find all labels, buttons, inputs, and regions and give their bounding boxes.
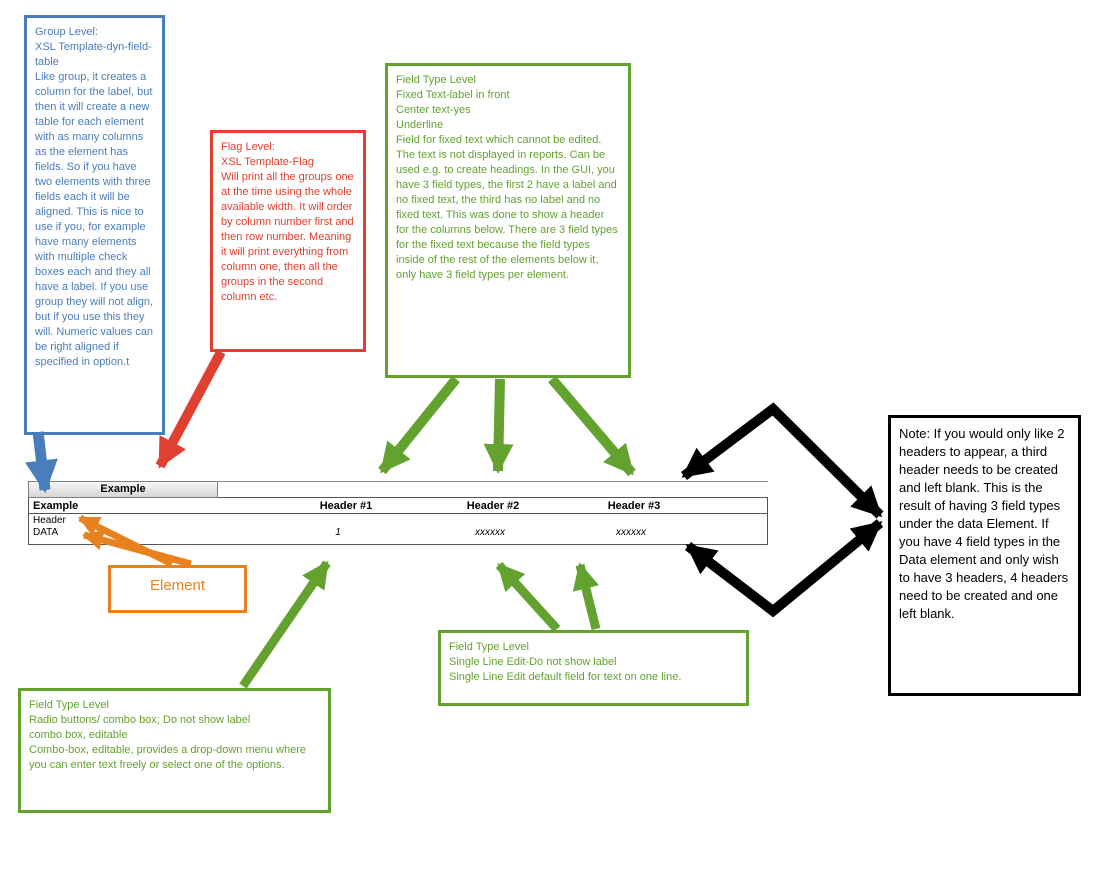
table-header-2: Header #2: [466, 500, 520, 512]
single-line-edit-field-type-callout: Field Type Level Single Line Edit-Do not…: [438, 630, 749, 706]
table-header-divider: [29, 513, 767, 514]
element-callout: Element: [108, 565, 247, 613]
table-value-1: 1: [335, 527, 341, 538]
table-value-2: xxxxxx: [475, 527, 505, 538]
fixed-text-arrow-2: [483, 378, 514, 474]
example-tab: Example: [28, 481, 218, 498]
example-table: Example Header #1 Header #2 Header #3 He…: [28, 497, 768, 545]
fixed-text-field-type-callout: Field Type Level Fixed Text-label in fro…: [385, 63, 631, 378]
flag-level-arrow: [155, 349, 226, 469]
table-row2-label: Header: [33, 515, 66, 526]
table-row3-label: DATA: [33, 527, 59, 538]
combo-box-arrow: [239, 560, 331, 689]
note-callout: Note: If you would only like 2 headers t…: [888, 415, 1081, 696]
combo-box-field-type-callout: Field Type Level Radio buttons/ combo bo…: [18, 688, 331, 813]
table-header-1: Header #1: [319, 500, 373, 512]
fixed-text-arrow-1: [378, 375, 460, 475]
table-top-rule: [218, 481, 768, 482]
table-header-3: Header #3: [607, 500, 661, 512]
flag-level-callout: Flag Level: XSL Template-Flag Will print…: [210, 130, 366, 352]
table-row1-label: Example: [33, 500, 79, 512]
single-line-arrow-1: [495, 561, 561, 633]
group-level-callout: Group Level: XSL Template-dyn-field-tabl…: [24, 15, 165, 435]
table-value-3: xxxxxx: [616, 527, 646, 538]
single-line-arrow-2: [572, 562, 601, 631]
fixed-text-arrow-3: [548, 375, 636, 477]
